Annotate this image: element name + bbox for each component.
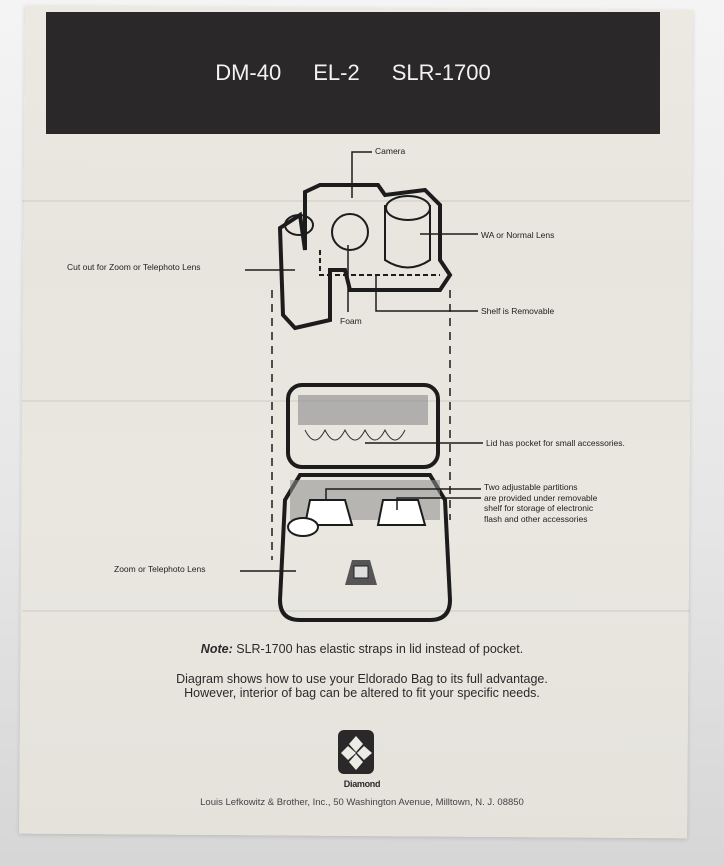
partitions-line: shelf for storage of electronic [484, 503, 594, 513]
label-camera: Camera [375, 146, 406, 156]
zoom-lens-top [284, 214, 314, 236]
label-shelf: Shelf is Removable [481, 306, 555, 316]
label-wa-lens: WA or Normal Lens [481, 230, 555, 240]
description-line: Diagram shows how to use your Eldorado B… [176, 672, 548, 686]
partitions-line: are provided under removable [484, 492, 598, 503]
label-cutout: Cut out for Zoom or Telephoto Lens [67, 262, 201, 272]
fold-line [22, 610, 690, 612]
model-slr1700: SLR-1700 [391, 60, 491, 85]
footer-address: Louis Lefkowitz & Brother, Inc., 50 Wash… [200, 797, 524, 808]
note: Note: SLR-1700 has elastic straps in lid… [0, 642, 724, 656]
label-lid: Lid has pocket for small accessories. [486, 438, 625, 448]
label-partitions: Two adjustable partitions are provided u… [484, 482, 597, 524]
model-el2: EL-2 [313, 60, 360, 85]
partitions-line: flash and other accessories [484, 513, 588, 524]
bag-body-outline [277, 473, 453, 622]
model-dm40: DM-40 [215, 60, 282, 85]
lid-outline [286, 383, 440, 469]
camera-lens [331, 213, 369, 251]
description-line: However, interior of bag can be altered … [184, 686, 540, 700]
model-list: DM-40 EL-2 SLR-1700 [46, 60, 660, 86]
partitions-line: Two adjustable partitions [484, 482, 578, 492]
note-label: Note: [200, 642, 233, 656]
label-foam: Foam [340, 316, 362, 326]
header-band [46, 12, 660, 134]
wa-lens-top [385, 195, 431, 221]
shelf-insert-outline [277, 183, 453, 331]
label-zoom-lens: Zoom or Telephoto Lens [114, 564, 206, 574]
logo-name: Diamond [343, 779, 381, 789]
fold-line [22, 200, 690, 202]
note-text: SLR-1700 has elastic straps in lid inste… [236, 642, 524, 656]
description: Diagram shows how to use your Eldorado B… [0, 672, 724, 700]
